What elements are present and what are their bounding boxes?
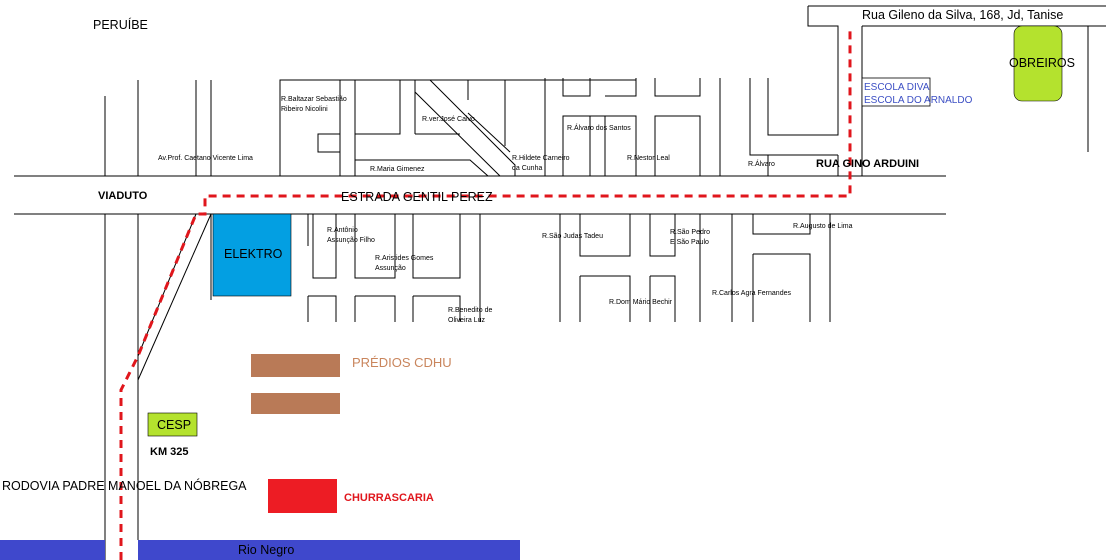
street-dom-mario: R.Dom Mário Bechir: [609, 299, 673, 306]
street-caetano: Av.Prof. Caetano Vicente Lima: [158, 155, 253, 162]
street-ver-jose-calvo: R.ver.José Calvo: [422, 116, 475, 123]
street-baltazar-1: R.Baltazar Sebastião: [281, 96, 347, 103]
street-alvaro-dos-santos: R.Álvaro dos Santos: [567, 123, 631, 132]
street-antonio-2: Assunção Filho: [327, 237, 375, 244]
cesp-block: [147, 412, 198, 437]
city-label: PERUÍBE: [93, 17, 148, 32]
cdhu-block-2: [251, 393, 340, 414]
cdhu-label: PRÉDIOS CDHU: [352, 355, 452, 370]
obreiros-label: OBREIROS: [1009, 56, 1075, 70]
viaduct-label: VIADUTO: [98, 190, 148, 202]
escola-arnaldo-label: ESCOLA DO ARNALDO: [864, 95, 973, 106]
street-antonio-1: R.Antônio: [327, 227, 358, 234]
highway-label: RODOVIA PADRE MANOEL DA NÓBREGA: [2, 478, 247, 493]
school-box: [861, 77, 931, 107]
km-marker-label: KM 325: [150, 446, 189, 458]
route-line: [119, 30, 852, 560]
gino-arduini-label: RUA GINO ARDUINI: [816, 158, 919, 170]
street-aristides-2: Assunção: [375, 265, 406, 272]
cdhu-block-1: [251, 354, 340, 377]
street-lines: [14, 5, 1106, 560]
elektro-block: [212, 213, 292, 297]
street-carlos-agra: R.Carlos Agra Fernandes: [712, 290, 791, 297]
street-maria-gimenez: R.Maria Gimenez: [370, 166, 425, 173]
street-augusto-de-lima: R.Augusto de Lima: [793, 223, 853, 230]
street-hildete-2: da Cunha: [512, 165, 542, 172]
street-benedito-1: R.Benedito de: [448, 307, 492, 314]
main-road-label: ESTRADA GENTIL PEREZ: [341, 190, 493, 204]
address-label: Rua Gileno da Silva, 168, Jd, Tanise: [862, 8, 1063, 22]
cesp-label: CESP: [157, 418, 191, 432]
street-sao-pedro-1: R.São Pedro: [670, 229, 710, 236]
street-sao-pedro-2: E São Paulo: [670, 239, 709, 246]
river-right: [138, 540, 520, 560]
escola-diva-label: ESCOLA DIVA: [864, 82, 930, 93]
street-aristides-1: R.Aristides Gomes: [375, 255, 434, 262]
obreiros-block: [1013, 25, 1063, 102]
street-benedito-2: Oliveira Luz: [448, 317, 485, 324]
elektro-label: ELEKTRO: [224, 247, 283, 261]
street-nestor-leal: R.Nestor Leal: [627, 155, 670, 162]
street-alvaro: R.Álvaro: [748, 159, 775, 168]
river-left: [0, 540, 105, 560]
churrascaria-block: [268, 479, 337, 513]
street-hildete-1: R.Hildete Carneiro: [512, 155, 570, 162]
river-label: Rio Negro: [238, 543, 294, 557]
churrascaria-label: CHURRASCARIA: [344, 492, 434, 504]
street-sao-judas: R.São Judas Tadeu: [542, 233, 603, 240]
street-baltazar-2: Ribeiro Nicolini: [281, 106, 328, 113]
